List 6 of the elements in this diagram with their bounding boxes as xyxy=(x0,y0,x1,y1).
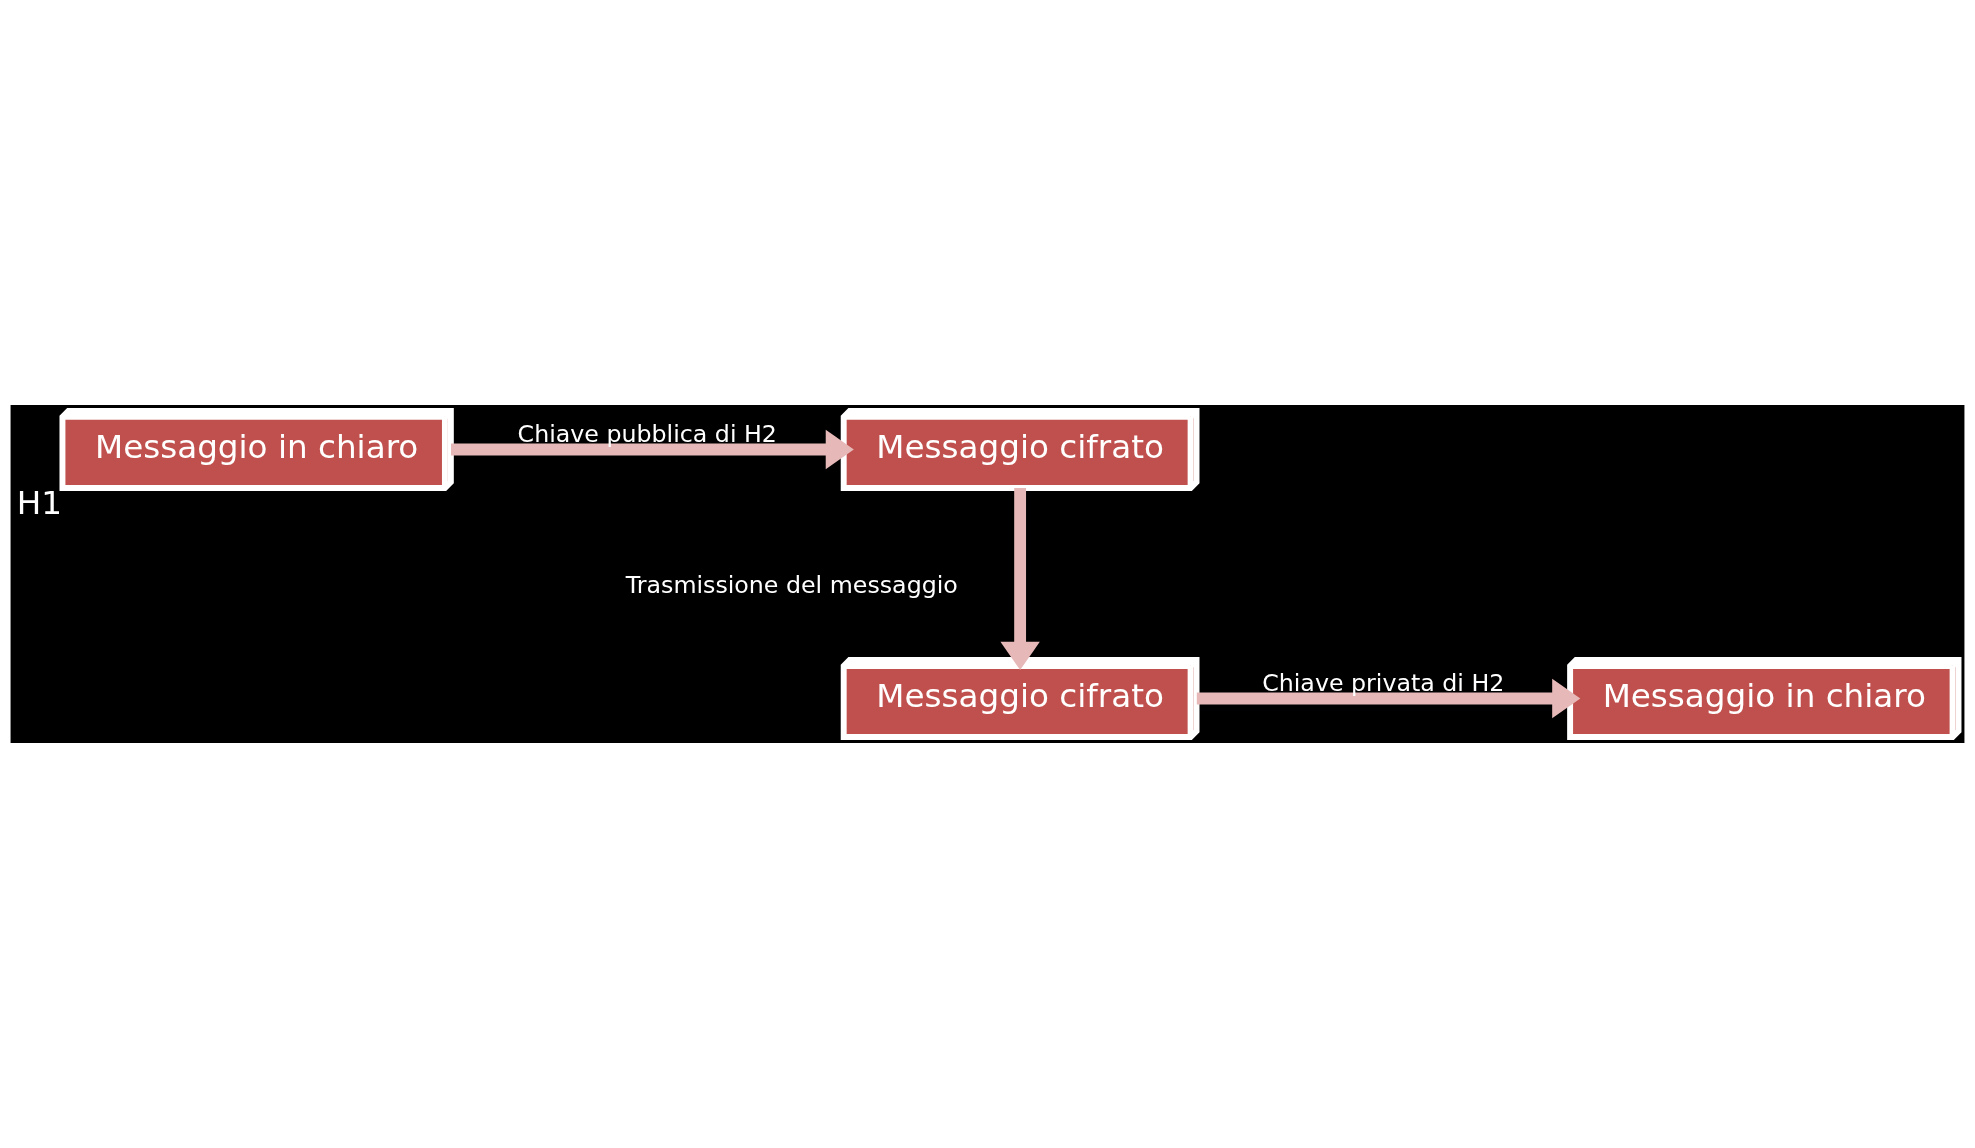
edge-label: Chiave privata di H2 xyxy=(1262,668,1505,697)
arrow xyxy=(1000,488,1040,670)
arrow xyxy=(451,429,854,470)
edge-label: Chiave pubblica di H2 xyxy=(517,419,777,448)
arrow xyxy=(1196,678,1581,719)
edge-label: Trasmissione del messaggio xyxy=(625,571,958,600)
